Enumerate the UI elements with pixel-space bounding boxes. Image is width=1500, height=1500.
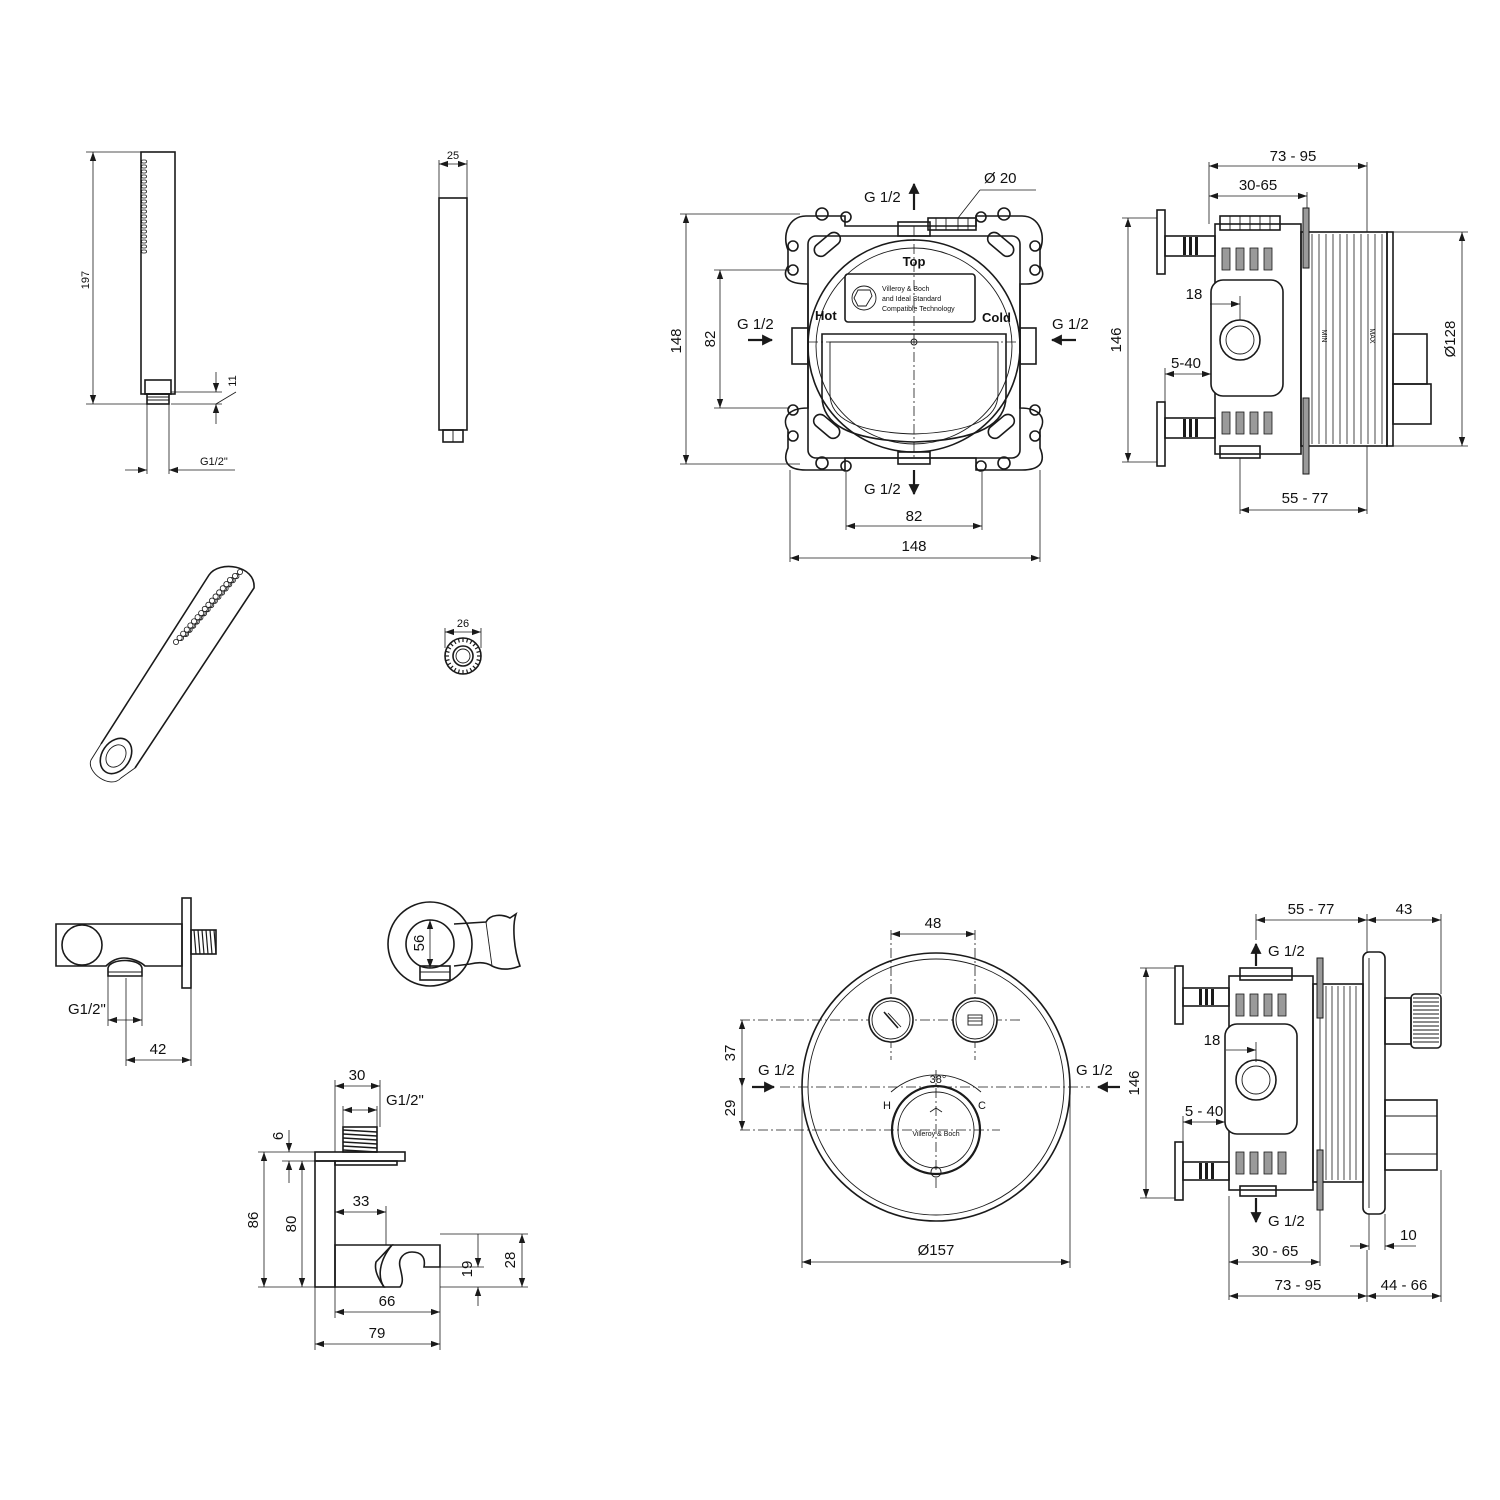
trim-side-view: G 1/2 G 1/2 55 - 77 43 18 146 5 - 40 30 … <box>1126 901 1442 1302</box>
box-side-view: MIN MAX 73 - 95 30-65 18 146 5-40 Ø128 5… <box>1108 148 1468 514</box>
dim-thread-length-label: 11 <box>227 375 239 386</box>
trim-front-view: Villeroy & Boch 38° H C G 1/2 G 1/2 48 3… <box>722 915 1120 1268</box>
dim-height-label: 80 <box>283 1216 300 1233</box>
outlet-button-overhead[interactable] <box>952 997 998 1043</box>
dim-height-label: 146 <box>1108 327 1125 352</box>
dim-button-spacing-label: 48 <box>925 915 942 932</box>
handshower-end-view: 26 <box>444 618 482 675</box>
dim-knob-range-label: 44 - 66 <box>1381 1277 1428 1294</box>
dim-thread-label: G1/2" <box>200 456 228 468</box>
label-cold-c: C <box>978 1100 986 1112</box>
right-inlet-label: G 1/2 <box>1076 1062 1113 1079</box>
top-outlet-label: G 1/2 <box>1268 943 1305 960</box>
dim-pipe-label: 18 <box>1204 1032 1221 1049</box>
dim-height-label: 146 <box>1126 1070 1143 1095</box>
handshower-side-view: 25 <box>438 150 468 443</box>
dim-diameter-label: Ø128 <box>1442 321 1459 358</box>
dim-inner-width-label: 82 <box>906 508 923 525</box>
dim-depth-inner-label: 66 <box>379 1293 396 1310</box>
dim-holder-slot-label: 19 <box>459 1261 476 1278</box>
outlet-button-handshower[interactable] <box>868 997 914 1043</box>
mark-max: MAX <box>1368 328 1375 344</box>
box-front-view: Villeroy & Boch and Ideal Standard Compa… <box>668 170 1089 562</box>
dim-holder-offset-label: 33 <box>353 1193 370 1210</box>
dim-top-pipe-label: Ø 20 <box>984 170 1017 187</box>
bottom-outlet-label: G 1/2 <box>864 481 901 498</box>
dim-top-range-label: 73 - 95 <box>1270 148 1317 165</box>
dim-lower-label: 29 <box>722 1100 739 1117</box>
dim-mid-range-label: 30-65 <box>1239 177 1277 194</box>
right-inlet-label: G 1/2 <box>1052 316 1089 333</box>
logo-text-line2: and Ideal Standard <box>882 296 941 303</box>
wall-elbow-end-view: 56 <box>387 901 522 987</box>
dim-total-range-label: 73 - 95 <box>1275 1277 1322 1294</box>
left-inlet-label: G 1/2 <box>737 316 774 333</box>
dim-offset-label: 5-40 <box>1171 355 1201 372</box>
dim-width-label: 25 <box>447 150 459 162</box>
temperature-angle-label: 38° <box>930 1074 947 1086</box>
label-hot: Hot <box>815 308 837 323</box>
dim-thread-label: G1/2" <box>386 1092 424 1109</box>
bottom-outlet-label: G 1/2 <box>1268 1213 1305 1230</box>
dim-depth-label: 42 <box>150 1041 167 1058</box>
left-inlet-label: G 1/2 <box>758 1062 795 1079</box>
handshower-perspective <box>89 565 255 783</box>
handshower-front-view: 197 11 G1/2" <box>80 151 239 474</box>
dim-thread-label: G1/2" <box>68 1001 106 1018</box>
dim-diameter-label: Ø157 <box>918 1242 955 1259</box>
dim-upper-label: 37 <box>722 1045 739 1062</box>
wall-elbow-side-view: 30 G1/2" 6 86 80 33 28 19 <box>245 1067 528 1350</box>
dim-box-range-label: 55 - 77 <box>1288 901 1335 918</box>
temperature-knob[interactable]: Villeroy & Boch <box>890 1084 982 1178</box>
dim-total-height-label: 86 <box>245 1212 262 1229</box>
dim-pipe-label: 18 <box>1186 286 1203 303</box>
dim-trim-depth-label: 43 <box>1396 901 1413 918</box>
dim-offset-label: 5 - 40 <box>1185 1103 1223 1120</box>
dim-depth-total-label: 79 <box>369 1325 386 1342</box>
dim-width-label: 148 <box>901 538 926 555</box>
logo-text-line3: Compatible Technology <box>882 306 955 313</box>
dim-inner-height-label: 82 <box>702 331 719 348</box>
dim-plate-label: 10 <box>1400 1227 1417 1244</box>
dim-mid-range-label: 30 - 65 <box>1252 1243 1299 1260</box>
dim-width-label: 30 <box>349 1067 366 1084</box>
dim-height-label: 148 <box>668 328 685 353</box>
dim-thread-height-label: 6 <box>270 1132 287 1140</box>
mark-min: MIN <box>1320 330 1327 343</box>
dim-holder-height-label: 28 <box>502 1252 519 1269</box>
dim-diameter-label: 56 <box>411 935 428 952</box>
wall-elbow-front-view: G1/2" 42 <box>55 897 217 1066</box>
logo-text-line1: Villeroy & Boch <box>882 286 929 293</box>
label-top: Top <box>903 254 926 269</box>
dim-length-label: 197 <box>80 271 92 289</box>
dim-diameter-label: 26 <box>457 618 469 630</box>
dim-bottom-range-label: 55 - 77 <box>1282 490 1329 507</box>
knob-brand-label: Villeroy & Boch <box>912 1131 959 1138</box>
top-inlet-label: G 1/2 <box>864 189 901 206</box>
label-cold: Cold <box>982 310 1011 325</box>
label-hot-h: H <box>883 1100 891 1112</box>
